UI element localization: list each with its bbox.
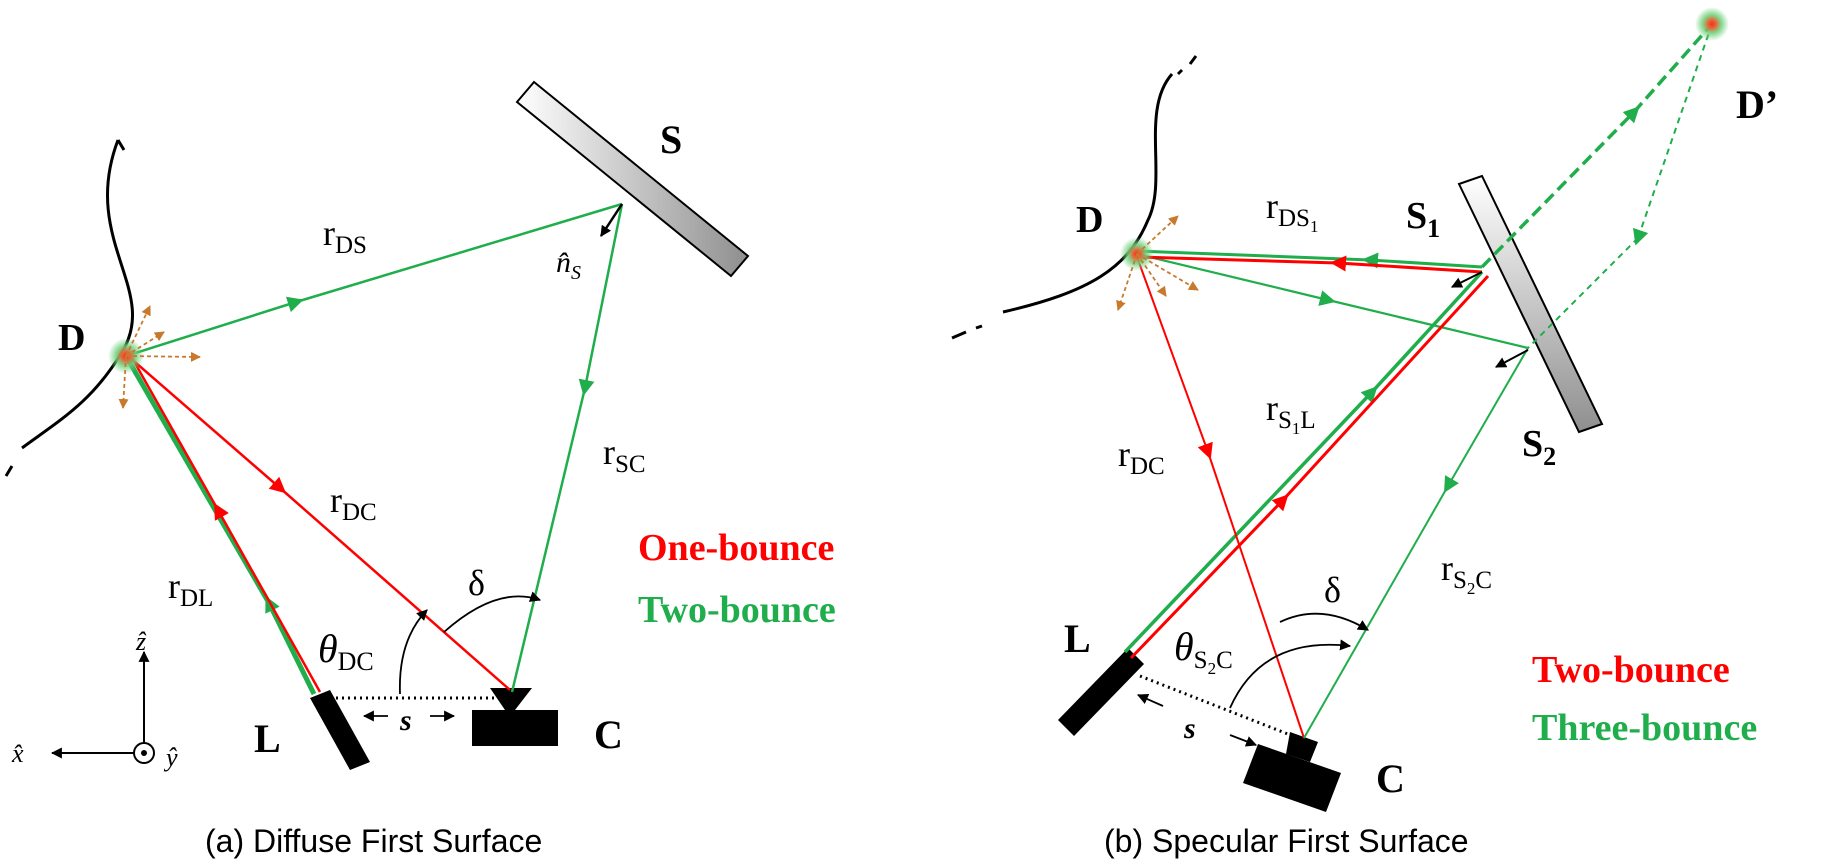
surface-b-dash-top (1188, 55, 1198, 65)
angle-theta-b: θS2C (1174, 624, 1233, 678)
vector-r-sc: rSC (603, 432, 646, 478)
vector-r-s1l: rS1L (1266, 388, 1316, 438)
scatter-arrows-b (1116, 215, 1199, 311)
baseline-label-b: s (1183, 712, 1196, 745)
legend-three-bounce: Three-bounce (1532, 707, 1757, 749)
surface-b-dash-bottom2 (975, 324, 983, 330)
specular-surface-curve (1002, 73, 1174, 314)
label-c: C (594, 712, 623, 757)
baseline-label-a: s (399, 704, 412, 737)
axis-x-label: x̂ (11, 739, 24, 768)
theta-arc-a (399, 609, 428, 695)
vector-r-s2c: rS2C (1441, 548, 1492, 598)
label-l-b: L (1064, 616, 1091, 661)
theta-arc-b (1229, 639, 1352, 709)
label-s2: S2 (1522, 423, 1556, 471)
axis-z-label: ẑ (135, 627, 147, 656)
label-s: S (660, 117, 682, 162)
normal-arrow (599, 203, 624, 237)
panel-b: D D’ S1 S2 L C rDS1 rS1L rDC rS2C δ θS2C… (951, 7, 1778, 859)
laser-l-b (1058, 648, 1144, 736)
caption-a: (a) Diffuse First Surface (205, 823, 542, 859)
laser-l (310, 690, 370, 770)
scatter-arrows-a (118, 305, 201, 409)
label-s1: S1 (1406, 195, 1440, 243)
camera-c-b (1243, 732, 1341, 812)
label-c-b: C (1376, 756, 1405, 801)
delta-arc-b (1279, 612, 1369, 631)
vector-r-dc: rDC (330, 480, 377, 526)
axis-y-label: ŷ (163, 743, 178, 772)
vector-r-dl: rDL (168, 566, 213, 612)
camera-c (472, 688, 558, 746)
surface-dash-top (116, 139, 126, 151)
legend-one-bounce: One-bounce (638, 527, 834, 569)
panel-a: D S L C rDS rSC rDC rDL n̂S δ θDC s ẑ x̂… (4, 80, 836, 859)
normal-arrow-s1 (1451, 271, 1483, 288)
light-paths-b (1123, 22, 1714, 739)
angle-delta-b: δ (1324, 570, 1341, 610)
surface-b-dash-mid (1176, 68, 1184, 76)
baseline-arrow-left-b (1136, 693, 1164, 707)
baseline-dotted-b (1139, 674, 1299, 740)
diffuse-surface-curve (21, 139, 134, 450)
surface-b-dash-bottom (951, 330, 967, 340)
label-d: D (58, 317, 85, 359)
surface-dash-bottom (4, 465, 14, 477)
virtual-point-d-prime (1695, 7, 1729, 41)
vector-r-ds: rDS (323, 213, 367, 259)
vector-r-dc-b: rDC (1118, 434, 1165, 480)
label-l: L (254, 716, 281, 761)
angle-delta-a: δ (468, 563, 485, 603)
baseline-arrow-right-b (1229, 734, 1258, 747)
normal-arrow-s2 (1495, 349, 1529, 368)
angle-theta-a: θDC (318, 626, 374, 676)
normal-label: n̂S (556, 246, 581, 284)
label-d-prime: D’ (1736, 82, 1778, 127)
delta-arc-a (443, 591, 542, 633)
caption-b: (b) Specular First Surface (1104, 823, 1469, 859)
mirror-s1-s2 (1457, 174, 1604, 434)
legend-two-bounce-a: Two-bounce (638, 589, 836, 631)
light-paths-a (123, 202, 624, 696)
axes-triad (50, 650, 155, 764)
label-d-b: D (1076, 199, 1103, 241)
legend-two-bounce-b: Two-bounce (1532, 649, 1730, 691)
mirror-s (515, 80, 750, 278)
vector-r-ds1: rDS1 (1266, 186, 1318, 236)
